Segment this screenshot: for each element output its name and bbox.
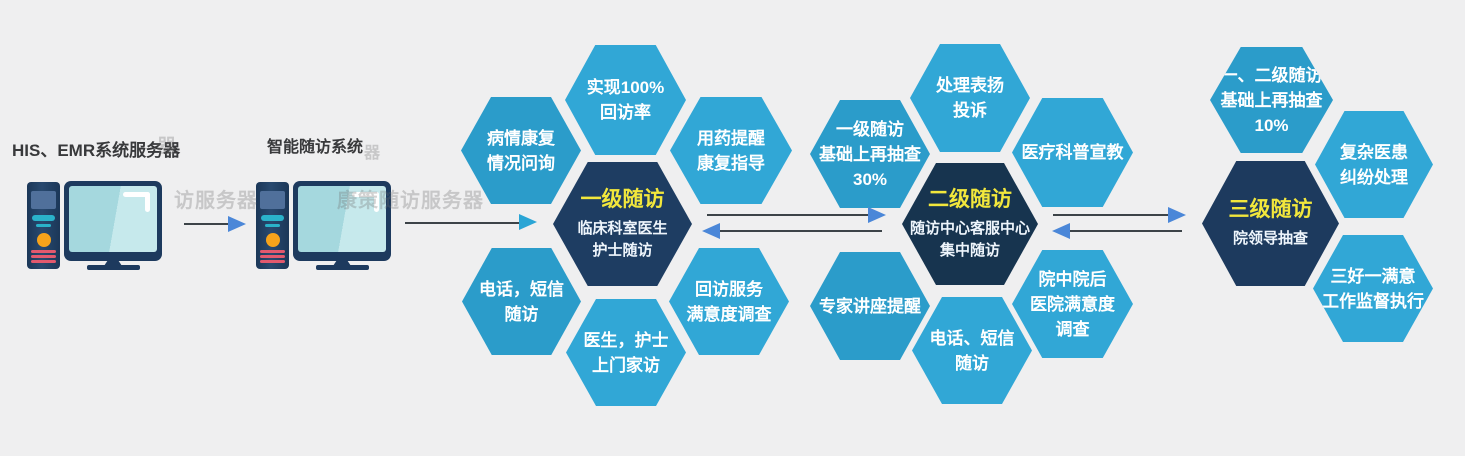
arrow-line xyxy=(707,214,868,216)
hexagon-level1-satisfaction-survey: 回访服务 满意度调查 xyxy=(669,248,789,355)
arrow-line xyxy=(1070,230,1182,232)
monitor-screen xyxy=(69,186,157,252)
computer-monitor-icon xyxy=(64,181,162,261)
hexagon-level2-expert-lecture: 专家讲座提醒 xyxy=(810,252,930,360)
monitor-base xyxy=(316,265,369,270)
tower-panel xyxy=(31,191,56,209)
hexagon-level1-callback-rate: 实现100% 回访率 xyxy=(565,45,686,155)
hexagon-text: 实现100% 回访率 xyxy=(586,78,665,122)
monitor-stand xyxy=(104,260,122,266)
his-emr-server-label: HIS、EMR系统服务器 xyxy=(12,141,181,160)
arrow-right-icon xyxy=(1168,207,1186,223)
hexagon-level3-dispute-handling: 复杂医患 纠纷处理 xyxy=(1315,111,1433,218)
hexagon-title: 三级随访 xyxy=(1228,198,1313,221)
hexagon-text: 处理表扬 投诉 xyxy=(936,76,1004,120)
computer-monitor-icon xyxy=(293,181,391,261)
monitor-stand xyxy=(333,260,351,266)
hexagon-level2-praise-complaints: 处理表扬 投诉 xyxy=(910,44,1030,152)
corner-bracket-icon xyxy=(123,192,150,197)
hexagon-level2-hospital-satisfaction: 院中院后 医院满意度 调查 xyxy=(1012,250,1133,358)
corner-bracket-icon xyxy=(374,192,379,212)
hexagon-text: 病情康复 情况问询 xyxy=(487,128,555,173)
hexagon-title: 二级随访 xyxy=(928,187,1012,211)
tower-drive-slot xyxy=(36,224,51,227)
arrow-right-icon xyxy=(868,207,886,223)
arrow-right-icon xyxy=(519,214,537,230)
computer-tower-icon xyxy=(27,182,60,269)
hexagon-level3-supervision: 三好一满意 工作监督执行 xyxy=(1313,235,1433,342)
hexagon-subtitle: 院领导抽查 xyxy=(1232,230,1308,247)
corner-bracket-icon xyxy=(145,192,150,212)
hexagon-level2-center: 二级随访 随访中心客服中心 集中随访 xyxy=(902,163,1038,285)
hexagon-level3-spotcheck-10: 一、二级随访 基础上再抽查 10% xyxy=(1210,47,1333,153)
arrow-line xyxy=(720,230,882,232)
hexagon-text: 复杂医患 纠纷处理 xyxy=(1340,142,1408,187)
hexagon-level1-center: 一级随访 临床科室医生 护士随访 xyxy=(553,162,692,286)
arrow-left-icon xyxy=(702,223,720,239)
smart-followup-system-label: 智能随访系统 xyxy=(266,139,363,156)
hexagon-text: 医生，护士 上门家访 xyxy=(583,330,669,375)
hexagon-text: 电话、短信 随访 xyxy=(929,328,1015,373)
hexagon-text: 专家讲座提醒 xyxy=(819,296,921,316)
desktop-computer-icon xyxy=(256,181,421,273)
hexagon-text: 回访服务 满意度调查 xyxy=(686,279,772,324)
tower-drive-slot xyxy=(32,215,55,221)
desktop-computer-icon xyxy=(27,181,192,273)
hexagon-subtitle: 随访中心客服中心 集中随访 xyxy=(909,219,1030,259)
hexagon-level1-home-visit: 医生，护士 上门家访 xyxy=(566,299,686,406)
hexagon-text: 用药提醒 康复指导 xyxy=(697,128,765,173)
hexagon-subtitle: 临床科室医生 护士随访 xyxy=(577,219,668,259)
tower-drive-slot xyxy=(265,224,280,227)
tower-drive-slot xyxy=(261,215,284,221)
hexagon-level3-center: 三级随访 院领导抽查 xyxy=(1202,161,1339,286)
hexagon-text: 一、二级随访 基础上再抽查 10% xyxy=(1220,65,1323,135)
hexagon-level2-medical-education: 医疗科普宣教 xyxy=(1012,98,1133,207)
arrow-line xyxy=(184,223,228,225)
hexagon-level1-medication-reminder: 用药提醒 康复指导 xyxy=(670,97,792,204)
monitor-base xyxy=(87,265,140,270)
arrow-left-icon xyxy=(1052,223,1070,239)
hexagon-level2-phone-sms: 电话、短信 随访 xyxy=(912,297,1032,404)
arrow-line xyxy=(405,222,519,224)
hexagon-text: 电话，短信 随访 xyxy=(479,279,564,324)
hexagon-text: 三好一满意 工作监督执行 xyxy=(1322,266,1424,311)
computer-tower-icon xyxy=(256,182,289,269)
watermark-text: 康策随访服务器 xyxy=(337,190,484,212)
power-button-icon xyxy=(266,233,280,247)
corner-bracket-icon xyxy=(352,192,379,197)
hexagon-text: 医疗科普宣教 xyxy=(1021,143,1124,162)
power-button-icon xyxy=(37,233,51,247)
monitor-screen xyxy=(298,186,386,252)
watermark-text: 访服务器 xyxy=(174,190,258,212)
hexagon-text: 院中院后 医院满意度 调查 xyxy=(1030,269,1115,339)
arrow-right-icon xyxy=(228,216,246,232)
watermark-text: 器 xyxy=(157,136,178,157)
hexagon-level1-phone-sms: 电话，短信 随访 xyxy=(462,248,581,355)
hexagon-text: 一级随访 基础上再抽查 30% xyxy=(819,119,921,189)
hexagon-title: 一级随访 xyxy=(580,187,665,211)
tower-panel xyxy=(260,191,285,209)
hexagon-level2-spotcheck-30: 一级随访 基础上再抽查 30% xyxy=(810,100,930,208)
watermark-text: 器 xyxy=(364,145,382,162)
arrow-line xyxy=(1053,214,1168,216)
